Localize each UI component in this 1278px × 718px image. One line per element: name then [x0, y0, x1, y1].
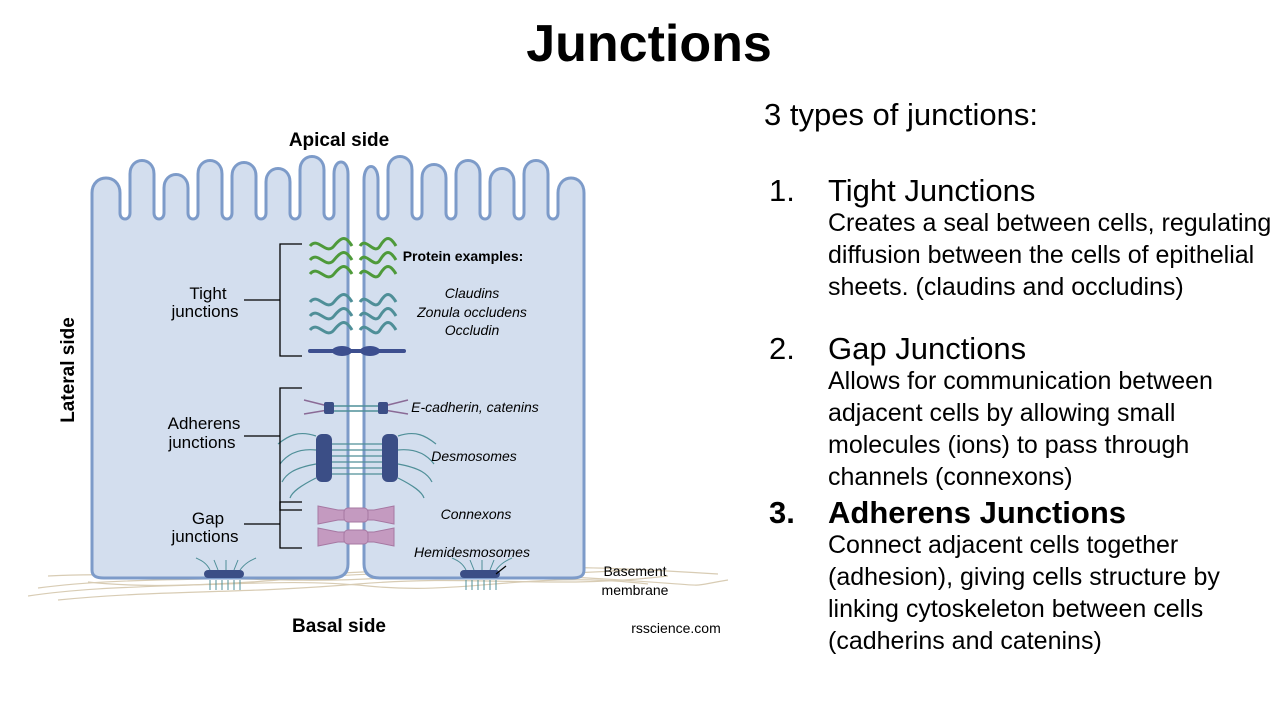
- intro-text: 3 types of junctions:: [764, 97, 1038, 132]
- protein-header: Protein examples:: [403, 248, 524, 264]
- gap-label-1: Gap: [192, 509, 224, 528]
- protein-desmosomes: Desmosomes: [431, 448, 517, 464]
- lateral-label: Lateral side: [58, 317, 79, 423]
- basal-label: Basal side: [292, 616, 386, 637]
- item-number: 1.: [769, 173, 795, 208]
- item-heading: Gap Junctions: [828, 331, 1027, 366]
- label-brackets: [244, 243, 302, 549]
- basement-label-1: Basement: [603, 563, 666, 579]
- tight-label-2: junctions: [170, 302, 238, 321]
- protein-claudins: Claudins: [445, 285, 499, 301]
- junctions-diagram: Apical side Basal side Lateral side Tigh…: [28, 118, 738, 648]
- junction-types-panel: 3 types of junctions: 1. Tight Junctions…: [764, 96, 1274, 655]
- hemidesmosomes: [195, 557, 513, 590]
- adherens-label-2: junctions: [167, 433, 235, 452]
- apical-label: Apical side: [289, 130, 389, 151]
- desmosome: [277, 432, 437, 499]
- tight-label-1: Tight: [189, 284, 226, 303]
- e-cadherin: [303, 399, 409, 415]
- item-description: Allows for communication between adjacen…: [828, 367, 1213, 491]
- item-heading: Tight Junctions: [828, 173, 1036, 208]
- protein-occludin: Occludin: [445, 322, 500, 338]
- slide-title: Junctions: [526, 15, 772, 73]
- junction-type-list: 1. Tight Junctions Creates a seal betwee…: [764, 174, 1274, 657]
- connexons: [317, 505, 395, 547]
- catenin-plaques: [324, 402, 388, 414]
- claudin-proteins: [308, 237, 398, 279]
- list-item-adherens: 3. Adherens Junctions Connect adjacent c…: [764, 496, 1274, 657]
- left-cell: [90, 155, 350, 580]
- protein-ecadherin: E-cadherin, catenins: [411, 399, 539, 415]
- item-heading: Adherens Junctions: [828, 495, 1126, 530]
- protein-zonula-occludens: Zonula occludens: [416, 304, 527, 320]
- protein-hemidesmosomes: Hemidesmosomes: [414, 544, 530, 560]
- item-description: Connect adjacent cells together (adhesio…: [828, 531, 1220, 655]
- adherens-label-1: Adherens: [168, 414, 241, 433]
- list-item-tight: 1. Tight Junctions Creates a seal betwee…: [764, 174, 1274, 332]
- item-number: 3.: [769, 495, 795, 530]
- item-description: Creates a seal between cells, regulating…: [828, 209, 1272, 301]
- desmosome-plaques: [316, 434, 398, 482]
- basement-label-2: membrane: [602, 582, 669, 598]
- hemidesmosome-pointer: [495, 565, 507, 575]
- protein-connexons: Connexons: [441, 506, 512, 522]
- credit-label: rsscience.com: [631, 620, 720, 636]
- gap-label-2: junctions: [170, 527, 238, 546]
- zonula-occludens: [308, 346, 406, 356]
- item-number: 2.: [769, 331, 795, 366]
- list-item-gap: 2. Gap Junctions Allows for communicatio…: [764, 332, 1274, 496]
- right-cell: [362, 155, 586, 580]
- occludin-proteins: [308, 293, 398, 335]
